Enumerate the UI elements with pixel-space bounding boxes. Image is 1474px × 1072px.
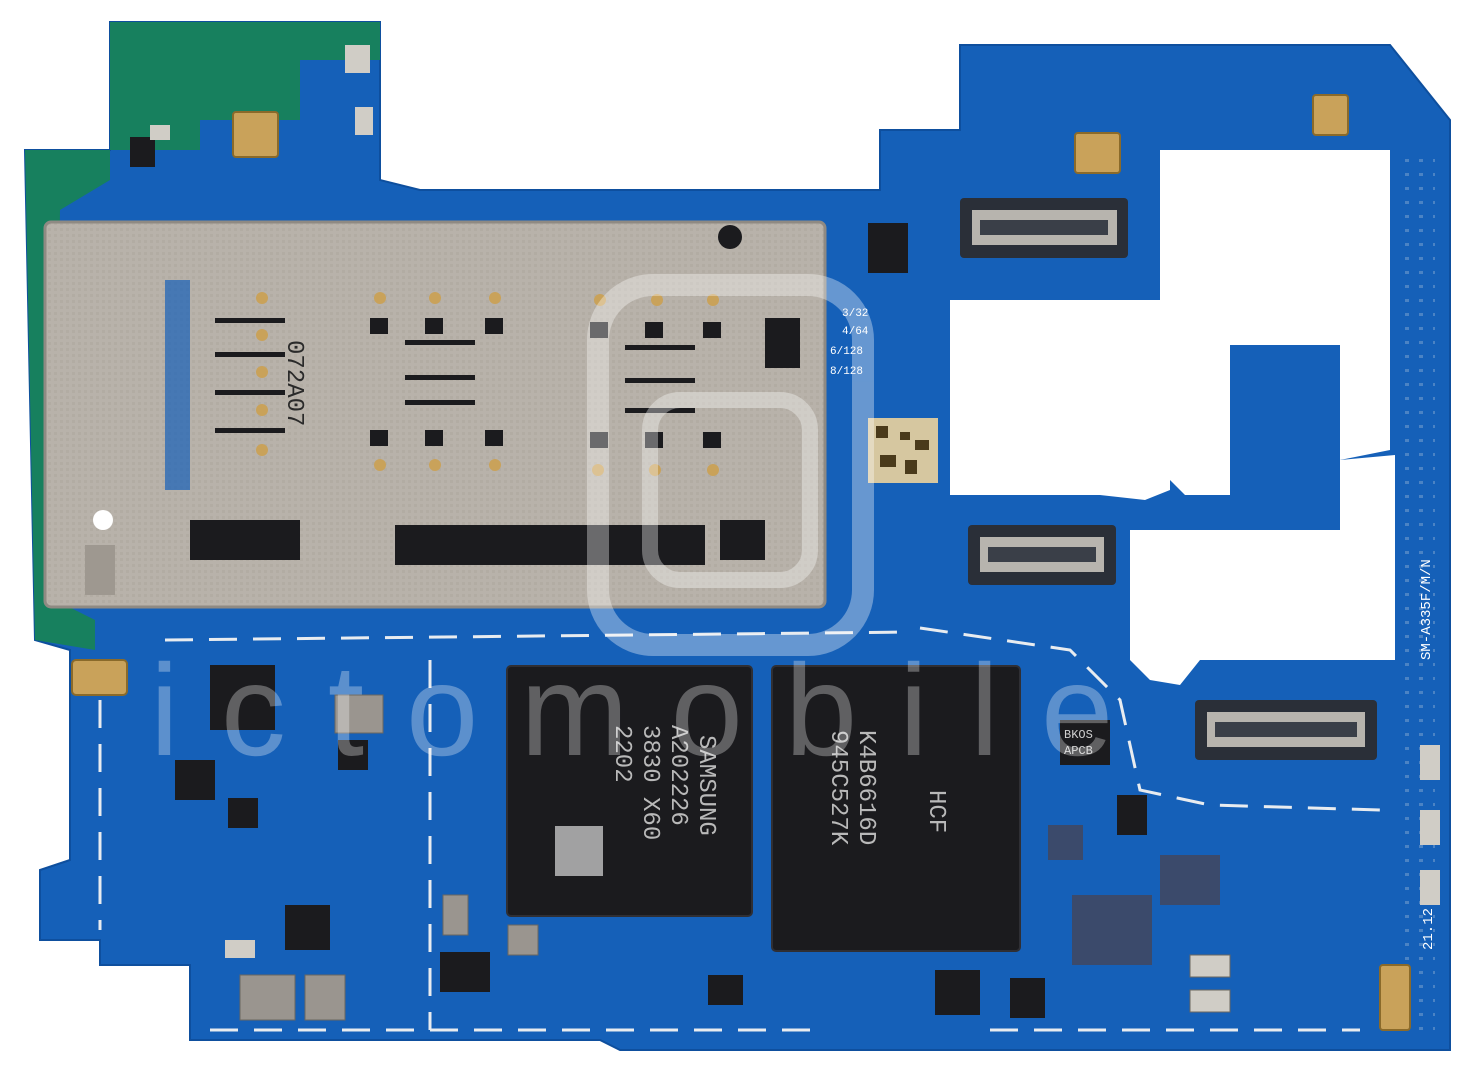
memory-line-2: K4B6616D — [852, 730, 879, 845]
small-ics — [130, 137, 1220, 1018]
soc-line-4: 2202 — [608, 725, 635, 783]
memory-line-1: HCF — [922, 790, 949, 833]
board-cutout-right — [1130, 455, 1395, 685]
soc-line-2: A202226 — [664, 725, 691, 826]
capacity-label-1: 3/32 — [842, 308, 868, 320]
model-label: SM-A335F/M/N — [1419, 559, 1435, 660]
sim-tray-label: 072A07 — [280, 340, 307, 426]
soc-line-1: SAMSUNG — [692, 735, 719, 836]
connector-right — [1195, 700, 1377, 760]
watermark-text: ictomobile — [150, 637, 1155, 783]
soc-line-3: 3830 X60 — [636, 725, 663, 840]
capacity-label-2: 4/64 — [842, 326, 869, 338]
small-chip-line-2: APCB — [1064, 744, 1093, 758]
soc-chip — [506, 665, 753, 917]
connector-mid — [968, 525, 1116, 585]
small-chip-line-1: BKOS — [1064, 728, 1093, 742]
memory-line-3: 945C527K — [824, 730, 851, 846]
capacity-label-4: 8/128 — [830, 366, 863, 378]
board-cutout-mid — [950, 300, 1170, 500]
shield-frame-lines — [98, 626, 1381, 1032]
passive-components — [150, 45, 1440, 1021]
capacity-label-3: 6/128 — [830, 346, 863, 358]
soc-text-group: SAMSUNG A202226 3830 X60 2202 — [608, 725, 719, 840]
memory-text-group: HCF K4B6616D 945C527K — [824, 730, 949, 846]
qr-code — [868, 418, 938, 483]
small-chip — [1060, 720, 1110, 765]
board-cutout-top — [1160, 150, 1390, 495]
gold-pads — [71, 94, 1411, 1031]
sim-contact-slots — [215, 318, 800, 448]
connector-top — [960, 198, 1128, 258]
watermark — [587, 274, 874, 656]
sim-contacts — [256, 292, 719, 476]
memory-chip — [771, 665, 1021, 952]
